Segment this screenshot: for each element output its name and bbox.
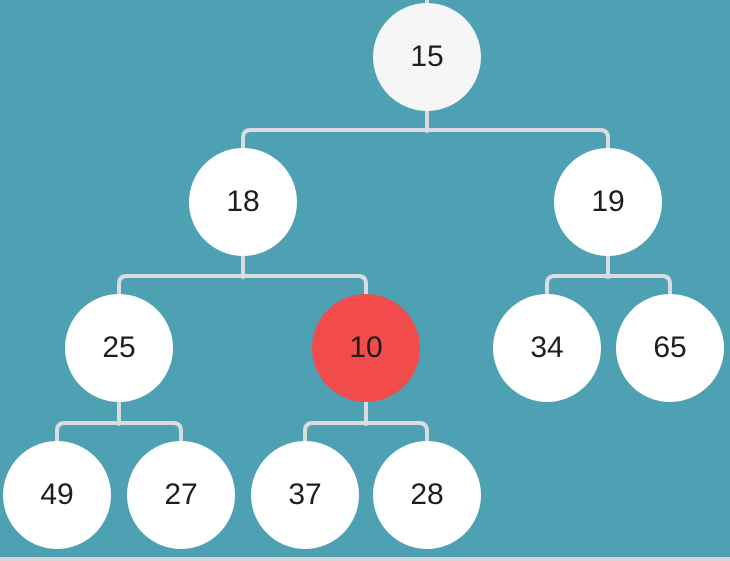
tree-node-25[interactable]: 25 [65, 294, 173, 402]
node-value: 15 [410, 40, 444, 73]
tree-node-27[interactable]: 27 [127, 441, 235, 549]
tree-node-49[interactable]: 49 [3, 441, 111, 549]
tree-node-19[interactable]: 19 [554, 148, 662, 256]
bottom-edge-bar [0, 557, 730, 561]
edge-rail [545, 274, 672, 298]
edge-rail [303, 421, 429, 445]
tree-node-10-highlighted[interactable]: 10 [312, 294, 420, 402]
node-value: 49 [40, 478, 74, 511]
node-value: 25 [102, 331, 136, 364]
edge-rail [241, 128, 610, 152]
tree-node-28[interactable]: 28 [373, 441, 481, 549]
node-value: 28 [410, 478, 444, 511]
node-value: 65 [653, 331, 687, 364]
tree-node-34[interactable]: 34 [493, 294, 601, 402]
tree-node-15[interactable]: 15 [373, 3, 481, 111]
tree-node-65[interactable]: 65 [616, 294, 724, 402]
node-value: 27 [164, 478, 198, 511]
node-value: 34 [530, 331, 564, 364]
node-value: 10 [349, 331, 383, 364]
node-value: 18 [226, 185, 260, 218]
edge-rail [55, 421, 183, 445]
tree-node-18[interactable]: 18 [189, 148, 297, 256]
tree-node-37[interactable]: 37 [251, 441, 359, 549]
edge-rail [117, 274, 368, 298]
node-value: 19 [591, 185, 625, 218]
node-value: 37 [288, 478, 322, 511]
